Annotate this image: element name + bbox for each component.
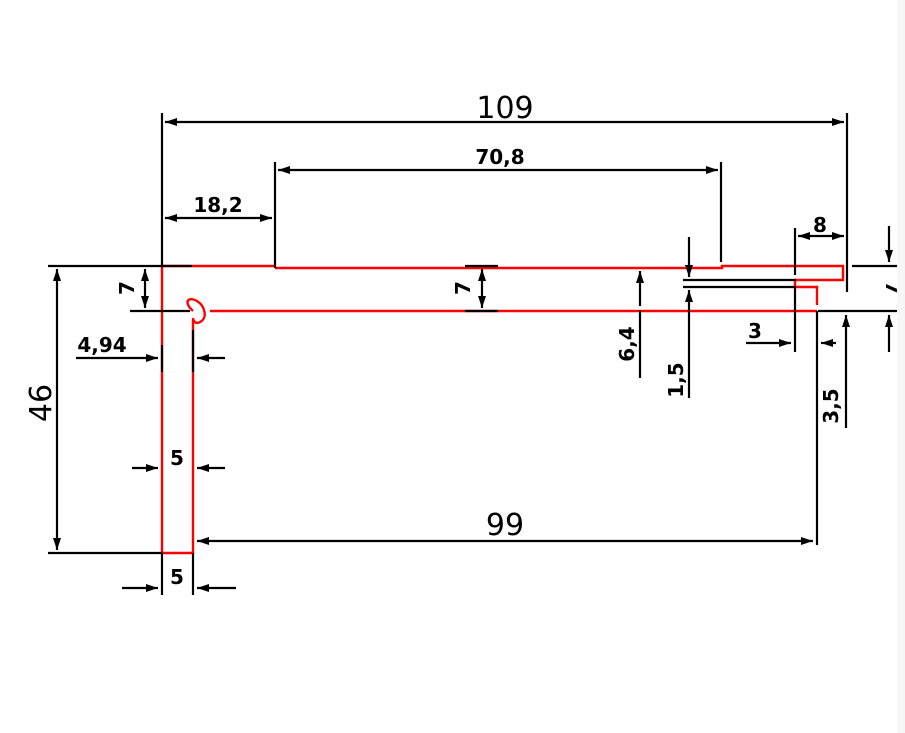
right-edge-shade: [897, 0, 905, 733]
label-inner-depth: 6,4: [615, 326, 639, 361]
label-leg-width-mid: 5: [170, 446, 184, 470]
label-total-height: 46: [24, 384, 59, 422]
label-total-width: 109: [476, 91, 533, 126]
label-hook-offset: 4,94: [77, 333, 126, 357]
dimension-lines: [48, 113, 897, 595]
label-tab-drop: 3,5: [819, 388, 843, 423]
label-center-thickness: 7: [451, 281, 475, 295]
label-step-height: 1,5: [664, 362, 688, 397]
label-leg-width-bottom: 5: [170, 565, 184, 589]
label-bottom-length: 99: [486, 508, 524, 543]
dimension-labels: 109 70,8 18,2 8 7 7 7 4,94 46 6,4 1,5 3 …: [24, 91, 905, 589]
label-tab-width: 3: [748, 319, 762, 343]
label-right-tab: 8: [813, 213, 827, 237]
label-flange-span: 70,8: [475, 145, 524, 169]
label-left-thickness: 7: [115, 281, 139, 295]
label-left-offset: 18,2: [193, 193, 242, 217]
